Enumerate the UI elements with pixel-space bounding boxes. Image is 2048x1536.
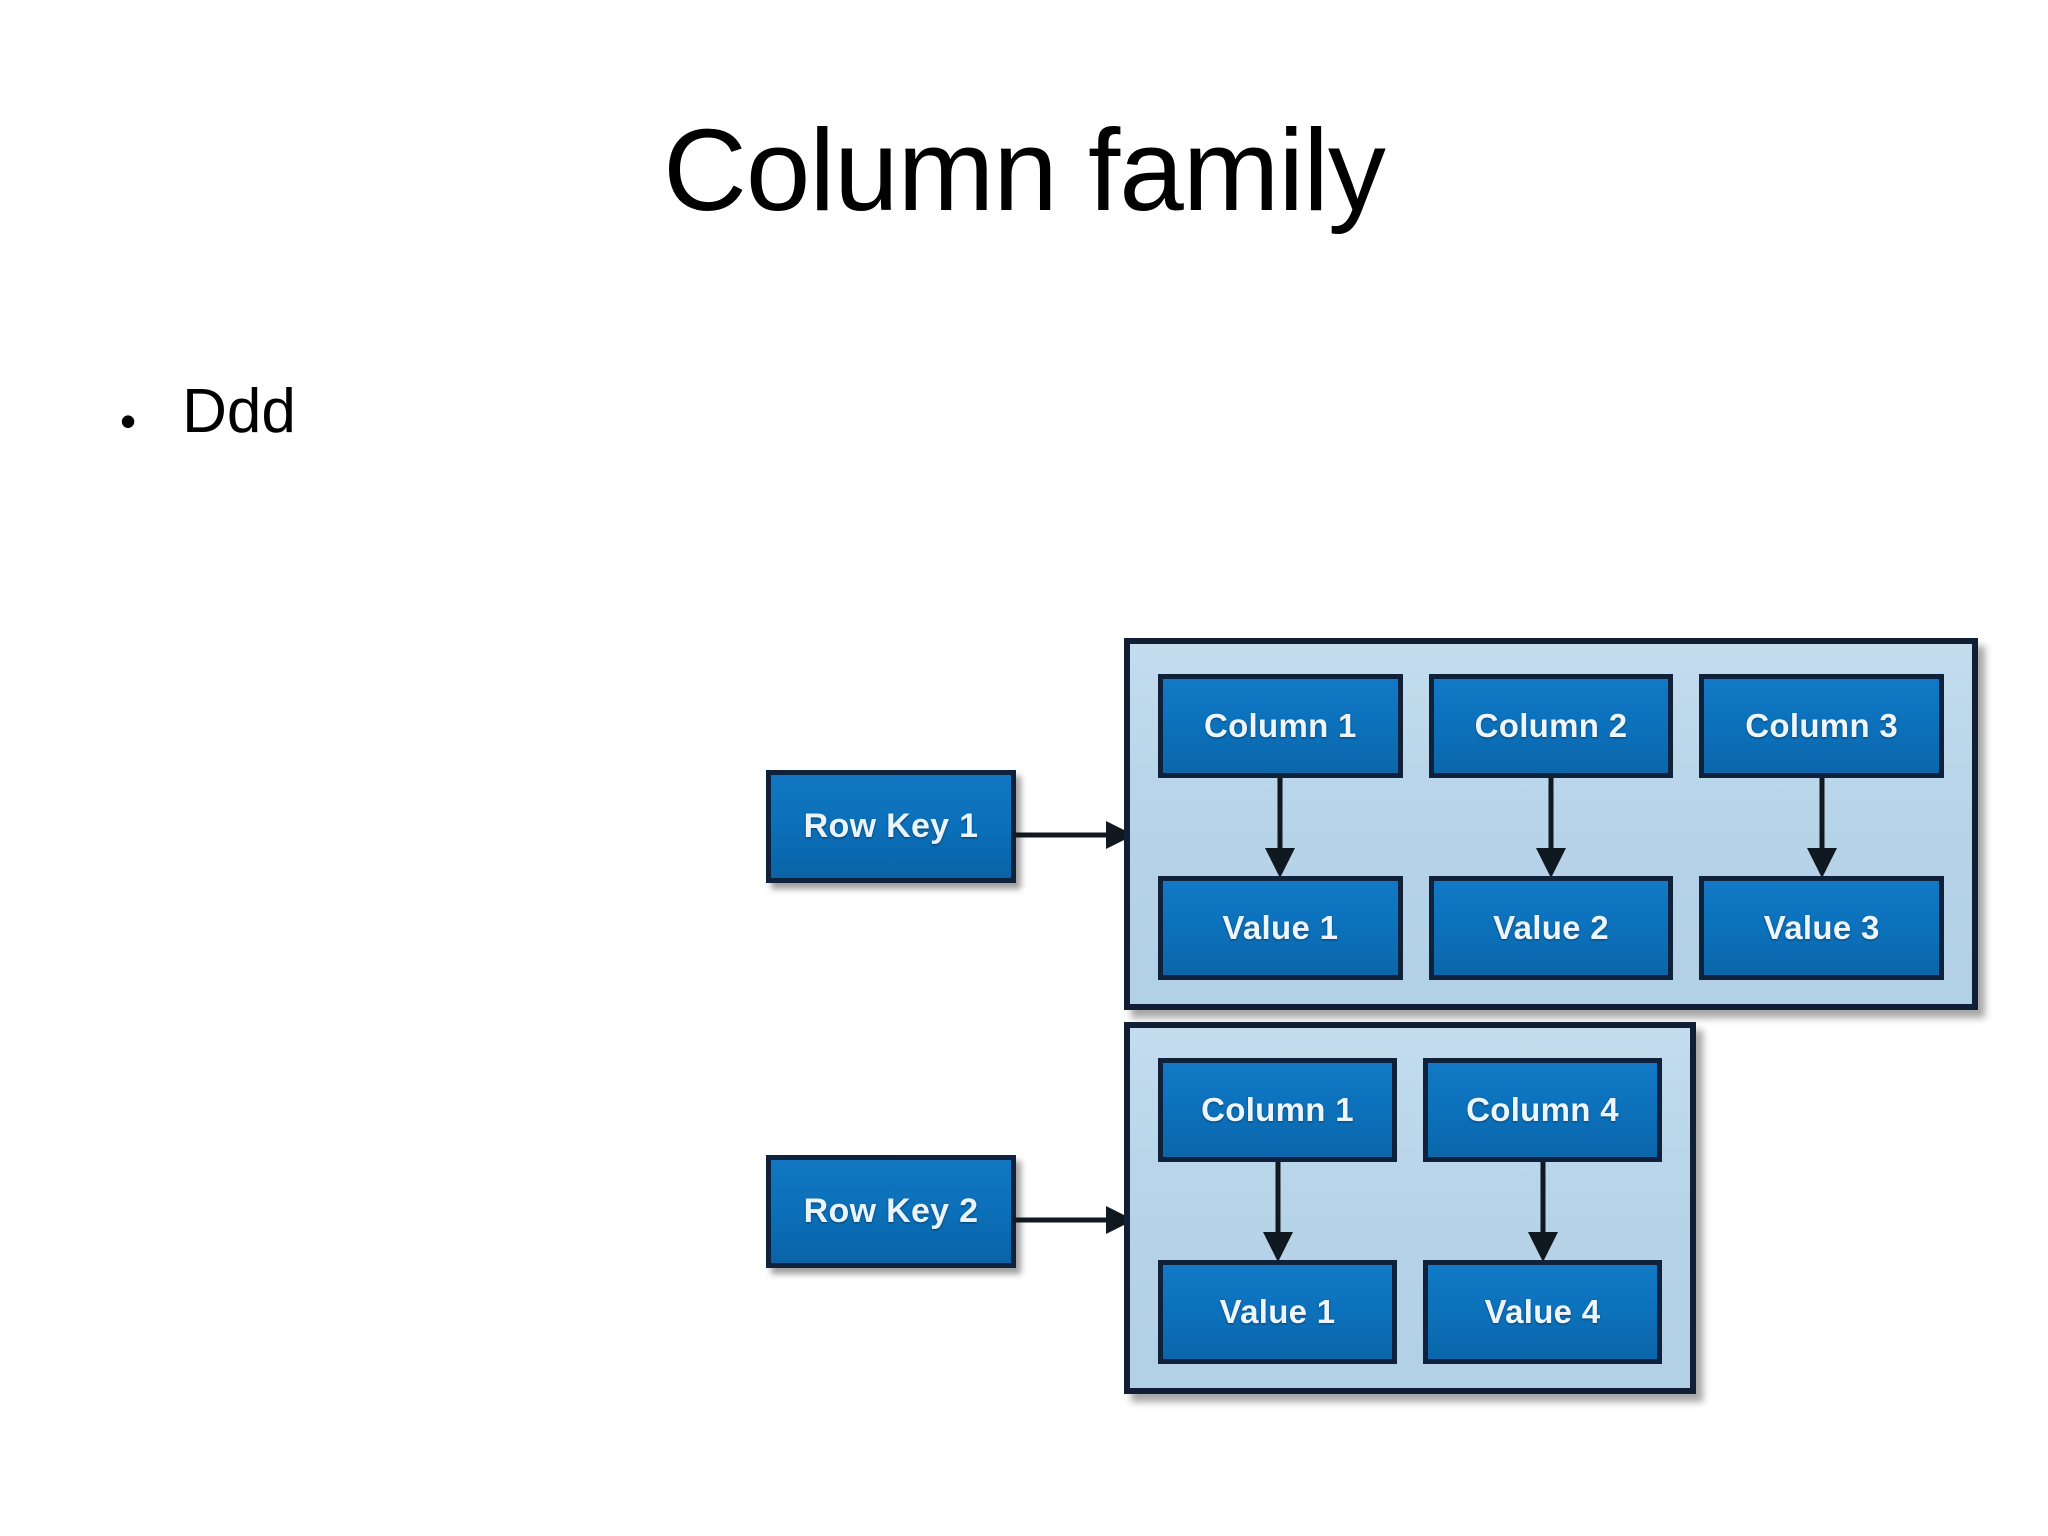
down-arrow-icon (1262, 1154, 1293, 1262)
column-header-row-1: Column 1 Column 2 Column 3 (1158, 674, 1945, 778)
bullet-text: Ddd (182, 377, 296, 446)
arrow-gap-row-2 (1158, 1154, 1662, 1262)
column-header-row-2: Column 1 Column 4 (1158, 1058, 1662, 1162)
connector-arrow-row-1 (1014, 821, 1134, 849)
bullet-marker-icon: • (120, 395, 137, 447)
column-cell: Column 3 (1699, 674, 1945, 778)
down-arrow-icon (1527, 1154, 1558, 1262)
page-title: Column family (663, 105, 1386, 235)
value-cell: Value 3 (1699, 876, 1945, 980)
value-cell: Value 1 (1158, 1260, 1397, 1364)
arrow-slot (1423, 1154, 1662, 1262)
column-cell: Column 2 (1428, 674, 1674, 778)
value-row-2: Value 1 Value 4 (1158, 1260, 1662, 1364)
down-arrow-icon (1536, 770, 1566, 878)
value-cell: Value 1 (1158, 876, 1403, 980)
value-row-1: Value 1 Value 2 Value 3 (1158, 876, 1945, 980)
column-family-container-row-2: Column 1 Column 4 (1124, 1022, 1696, 1394)
arrow-slot (1158, 1154, 1397, 1262)
arrow-slot (1158, 770, 1403, 878)
column-cell: Column 4 (1423, 1058, 1662, 1162)
column-cell: Column 1 (1158, 1058, 1397, 1162)
value-cell: Value 2 (1428, 876, 1674, 980)
arrow-slot (1699, 770, 1944, 878)
connector-arrow-row-2 (1014, 1206, 1134, 1234)
row-key-2-box: Row Key 2 (766, 1155, 1016, 1268)
body-bullet-list: • Ddd (120, 377, 1020, 447)
value-cell: Value 4 (1423, 1260, 1662, 1364)
column-cell: Column 1 (1158, 674, 1403, 778)
arrow-slot (1429, 770, 1674, 878)
column-family-container-row-1: Column 1 Column 2 Column 3 (1124, 638, 1978, 1010)
down-arrow-icon (1265, 770, 1296, 878)
list-item: • Ddd (120, 377, 1020, 447)
row-key-1-box: Row Key 1 (766, 770, 1016, 883)
arrow-gap-row-1 (1158, 770, 1944, 878)
down-arrow-icon (1806, 770, 1837, 878)
